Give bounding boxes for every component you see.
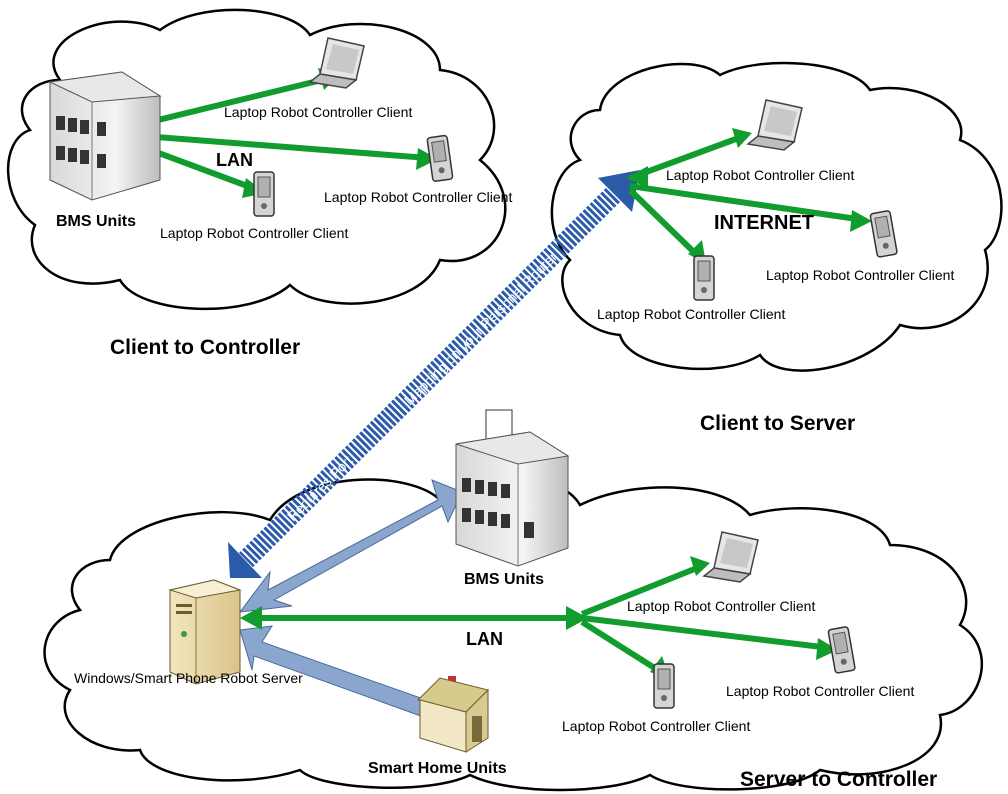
server-tower-icon	[168, 579, 242, 685]
client-label: Laptop Robot Controller Client	[766, 267, 954, 283]
section-title-client-to-controller: Client to Controller	[110, 336, 300, 359]
node-label-bms-top: BMS Units	[56, 213, 136, 230]
house-icon	[417, 676, 489, 753]
node-label-server: Windows/Smart Phone Robot Server	[74, 670, 303, 686]
section-title-client-to-server: Client to Server	[700, 412, 855, 435]
bms-building-top-icon	[48, 71, 162, 201]
cloud-client-to-server	[550, 61, 1003, 372]
client-label: Laptop Robot Controller Client	[324, 189, 512, 205]
node-label-bms-bottom: BMS Units	[464, 571, 544, 588]
phone-icon	[653, 663, 675, 709]
client-label: Laptop Robot Controller Client	[224, 104, 412, 120]
laptop-icon	[746, 99, 803, 151]
client-label: Laptop Robot Controller Client	[627, 598, 815, 614]
node-label-smart-home: Smart Home Units	[368, 760, 507, 777]
phone-icon	[693, 255, 715, 301]
network-label-lan-top: LAN	[216, 150, 253, 170]
phone-icon	[827, 626, 856, 674]
client-label: Laptop Robot Controller Client	[160, 225, 348, 241]
client-label: Laptop Robot Controller Client	[597, 306, 785, 322]
phone-icon	[869, 210, 898, 258]
client-label: Laptop Robot Controller Client	[666, 167, 854, 183]
laptop-icon	[308, 37, 365, 89]
laptop-icon	[702, 531, 759, 583]
section-title-server-to-controller: Server to Controller	[740, 768, 937, 791]
network-label-internet: INTERNET	[714, 212, 814, 234]
phone-icon	[426, 134, 454, 182]
client-label: Laptop Robot Controller Client	[562, 718, 750, 734]
network-label-lan-bottom: LAN	[466, 629, 503, 649]
phone-icon	[253, 171, 275, 217]
bms-building-bottom-icon	[455, 409, 570, 567]
green-links	[100, 68, 872, 680]
client-label: Laptop Robot Controller Client	[726, 683, 914, 699]
